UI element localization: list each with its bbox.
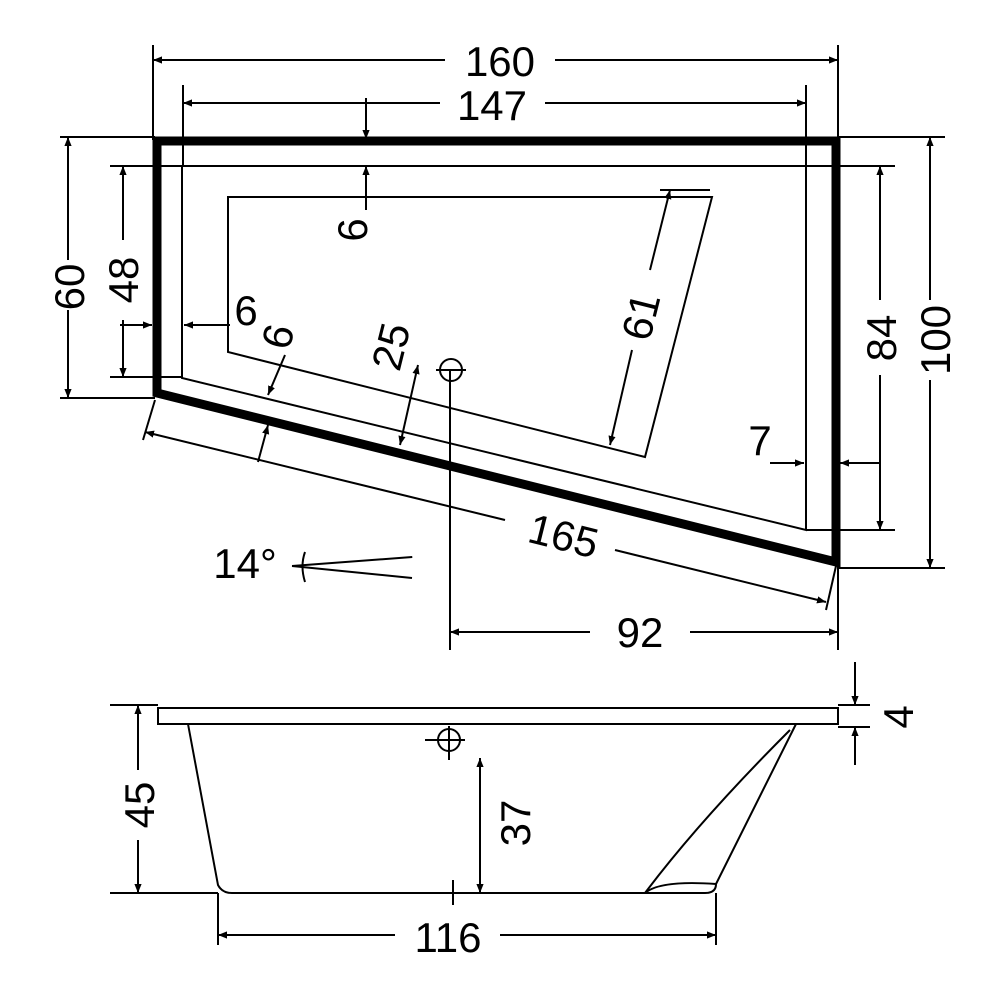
dim-rim-right: 7 (748, 417, 771, 464)
dim-rim-front: 6 (252, 319, 303, 353)
dim-rim-top: 6 (329, 218, 376, 241)
basin-profile (187, 723, 797, 894)
top-view: 160 147 60 48 100 84 6 6 6 25 61 7 165 1… (46, 38, 959, 656)
dim-left-inner-depth: 48 (100, 257, 147, 304)
dim-right-inner-depth: 84 (858, 315, 905, 362)
dim-rim-left: 6 (234, 287, 257, 334)
dim-bottom-length: 116 (415, 914, 482, 961)
dim-angle: 14° (213, 540, 277, 587)
dimension-lines (64, 56, 934, 636)
dim-right-depth: 100 (912, 305, 959, 375)
dim-rim-thickness: 4 (875, 705, 922, 728)
side-dimension-lines (134, 662, 859, 939)
dim-drain-offset: 25 (362, 318, 419, 375)
dim-basin-length: 61 (612, 288, 669, 345)
side-extension-lines (110, 704, 870, 945)
tub-outline (152, 136, 841, 568)
dim-left-depth: 60 (46, 264, 93, 311)
rim (157, 707, 839, 725)
dim-inner-width: 147 (457, 82, 527, 129)
dim-drain-to-right: 92 (617, 609, 664, 656)
basin-outline (227, 196, 714, 459)
drain-center-mark (436, 358, 466, 382)
angle-symbol (291, 551, 413, 583)
dim-height: 45 (116, 782, 163, 829)
drain-center-mark-side (425, 726, 465, 760)
side-view: 4 45 37 116 (110, 662, 922, 961)
dim-diagonal-length: 165 (524, 505, 603, 568)
dim-overall-width: 160 (465, 38, 535, 85)
dim-inner-depth: 37 (492, 800, 539, 847)
backrest-slope (644, 729, 791, 894)
